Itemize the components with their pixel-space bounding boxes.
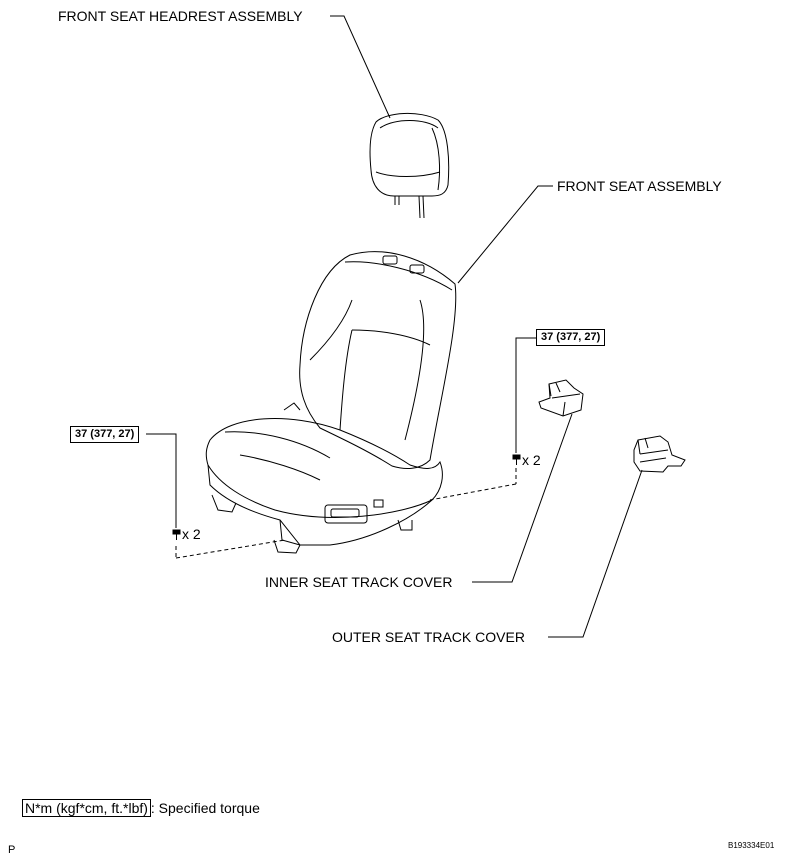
headrest-drawing: [369, 112, 450, 219]
leader-lines: [146, 15, 643, 638]
figure-id: B193334E01: [728, 841, 775, 850]
outer-cover-label: OUTER SEAT TRACK COVER: [332, 629, 525, 645]
bolt-right-icon: [512, 454, 521, 465]
dashed-mount-lines: [175, 468, 517, 559]
torque-box-left: 37 (377, 27): [70, 426, 140, 443]
seat-label: FRONT SEAT ASSEMBLY: [557, 178, 722, 194]
legend-units-box: N*m (kgf*cm, ft.*lbf): [22, 799, 151, 817]
legend-text: : Specified torque: [150, 800, 260, 816]
torque-legend: N*m (kgf*cm, ft.*lbf): Specified torque: [22, 799, 260, 817]
headrest-label: FRONT SEAT HEADREST ASSEMBLY: [58, 8, 303, 24]
torque-box-right: 37 (377, 27): [536, 329, 606, 346]
bolt-left-icon: [172, 529, 181, 540]
inner-cover-drawing: [538, 379, 584, 417]
page-letter: P: [8, 844, 16, 856]
seat-drawing: [205, 251, 457, 554]
bolt-qty-right: x 2: [522, 452, 541, 468]
outer-cover-drawing: [633, 435, 686, 473]
inner-cover-label: INNER SEAT TRACK COVER: [265, 574, 453, 590]
bolt-qty-left: x 2: [182, 526, 201, 542]
